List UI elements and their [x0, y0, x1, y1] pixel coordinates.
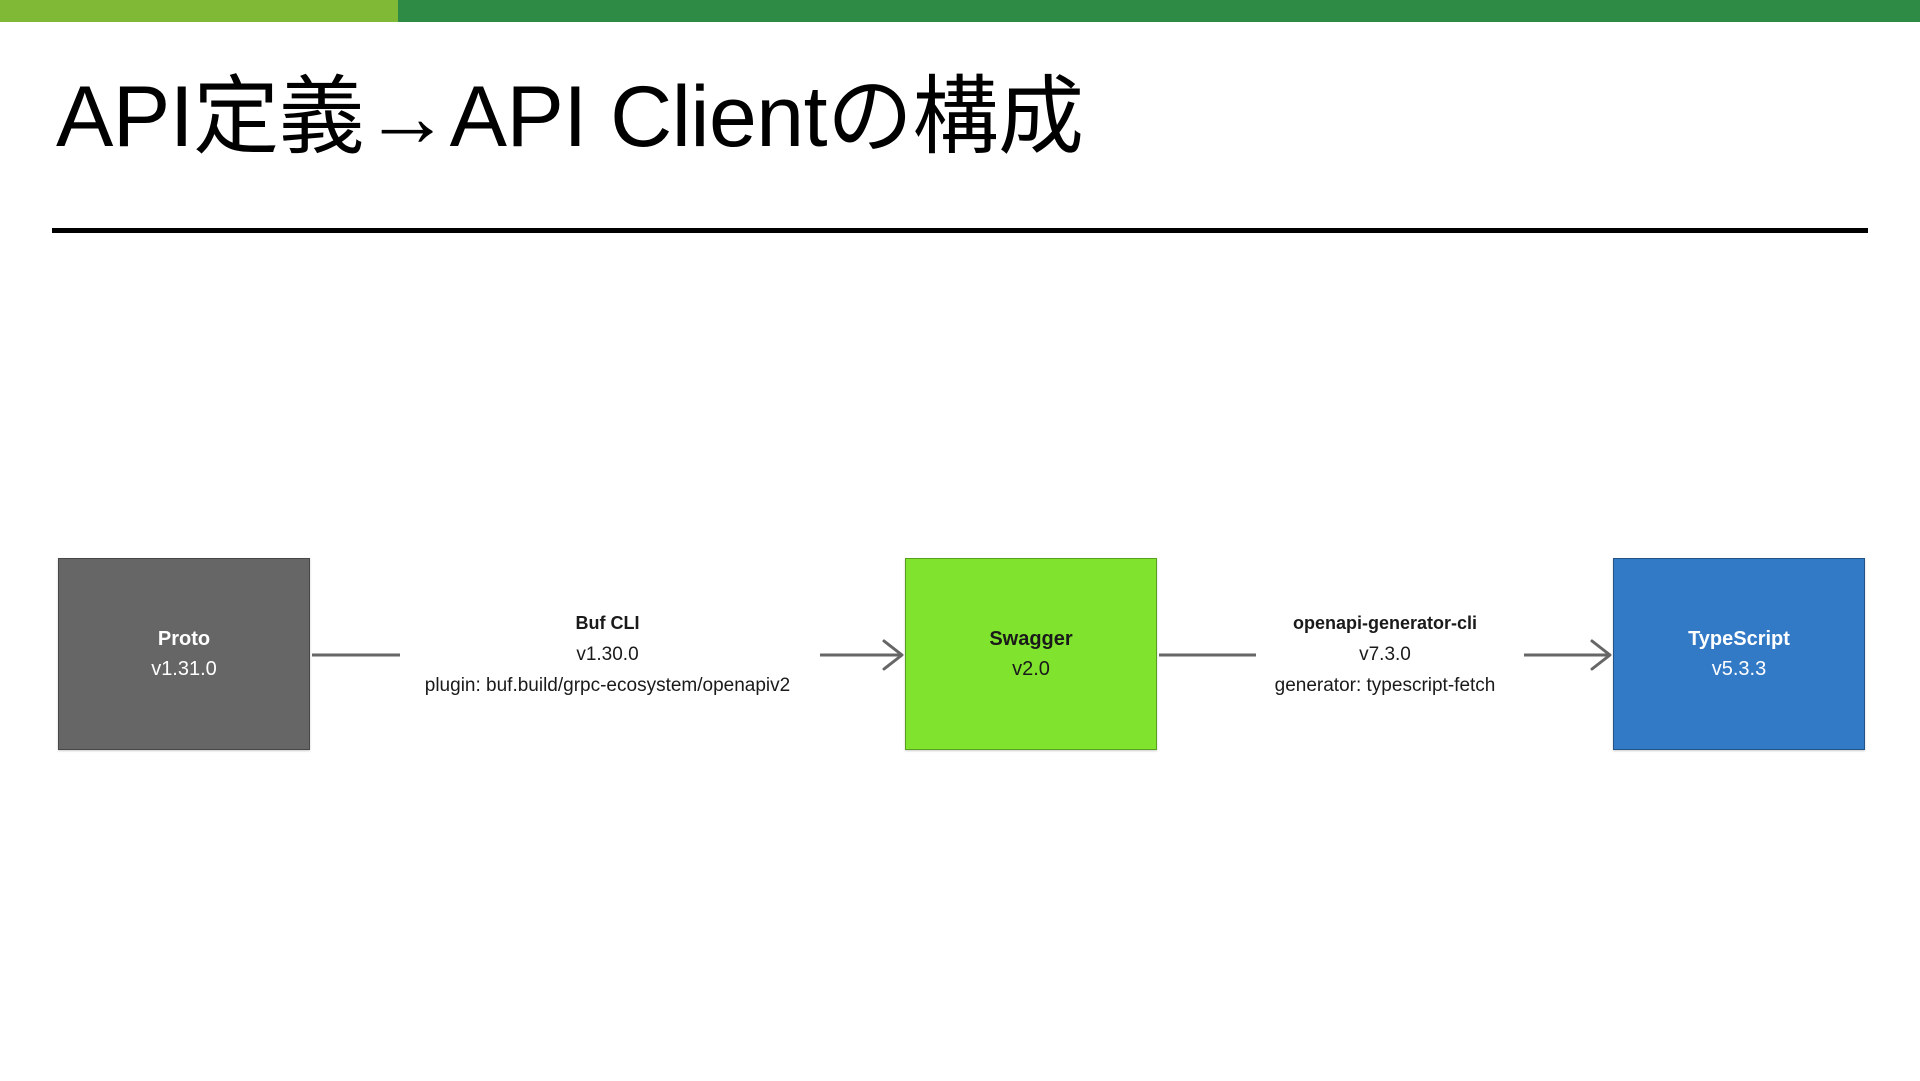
top-accent-bar-dark-segment — [398, 0, 1920, 22]
edge-label-version-openapi-generator-cli: v7.3.0 — [1359, 644, 1411, 665]
node-title-proto: Proto — [157, 628, 211, 650]
edge-label-detail-buf-cli: plugin: buf.build/grpc-ecosystem/openapi… — [424, 675, 791, 696]
node-title-typescript: TypeScript — [1688, 628, 1790, 650]
title-underline-rule — [52, 228, 1868, 233]
edge-label-name-openapi-generator-cli: openapi-generator-cli — [1292, 613, 1478, 633]
page-title: API定義→API Clientの構成 — [56, 69, 1084, 165]
edge-label-detail-openapi-generator-cli: generator: typescript-fetch — [1274, 675, 1496, 696]
diagram-node-proto[interactable]: Proto v1.31.0 — [58, 558, 310, 750]
node-version-swagger: v2.0 — [1012, 658, 1050, 680]
edge-label-version-buf-cli: v1.30.0 — [576, 644, 639, 665]
edge-label-name-buf-cli: Buf CLI — [575, 613, 640, 633]
edge-label-swagger-to-typescript: openapi-generator-cli v7.3.0 generator: … — [1157, 608, 1613, 701]
node-version-proto: v1.31.0 — [151, 658, 217, 680]
diagram-node-typescript[interactable]: TypeScript v5.3.3 — [1613, 558, 1865, 750]
node-title-swagger: Swagger — [989, 628, 1073, 650]
top-accent-bar — [0, 0, 1920, 22]
top-accent-bar-light-segment — [0, 0, 398, 22]
diagram-node-swagger[interactable]: Swagger v2.0 — [905, 558, 1157, 750]
node-version-typescript: v5.3.3 — [1711, 658, 1767, 680]
edge-label-proto-to-swagger: Buf CLI v1.30.0 plugin: buf.build/grpc-e… — [310, 608, 905, 701]
